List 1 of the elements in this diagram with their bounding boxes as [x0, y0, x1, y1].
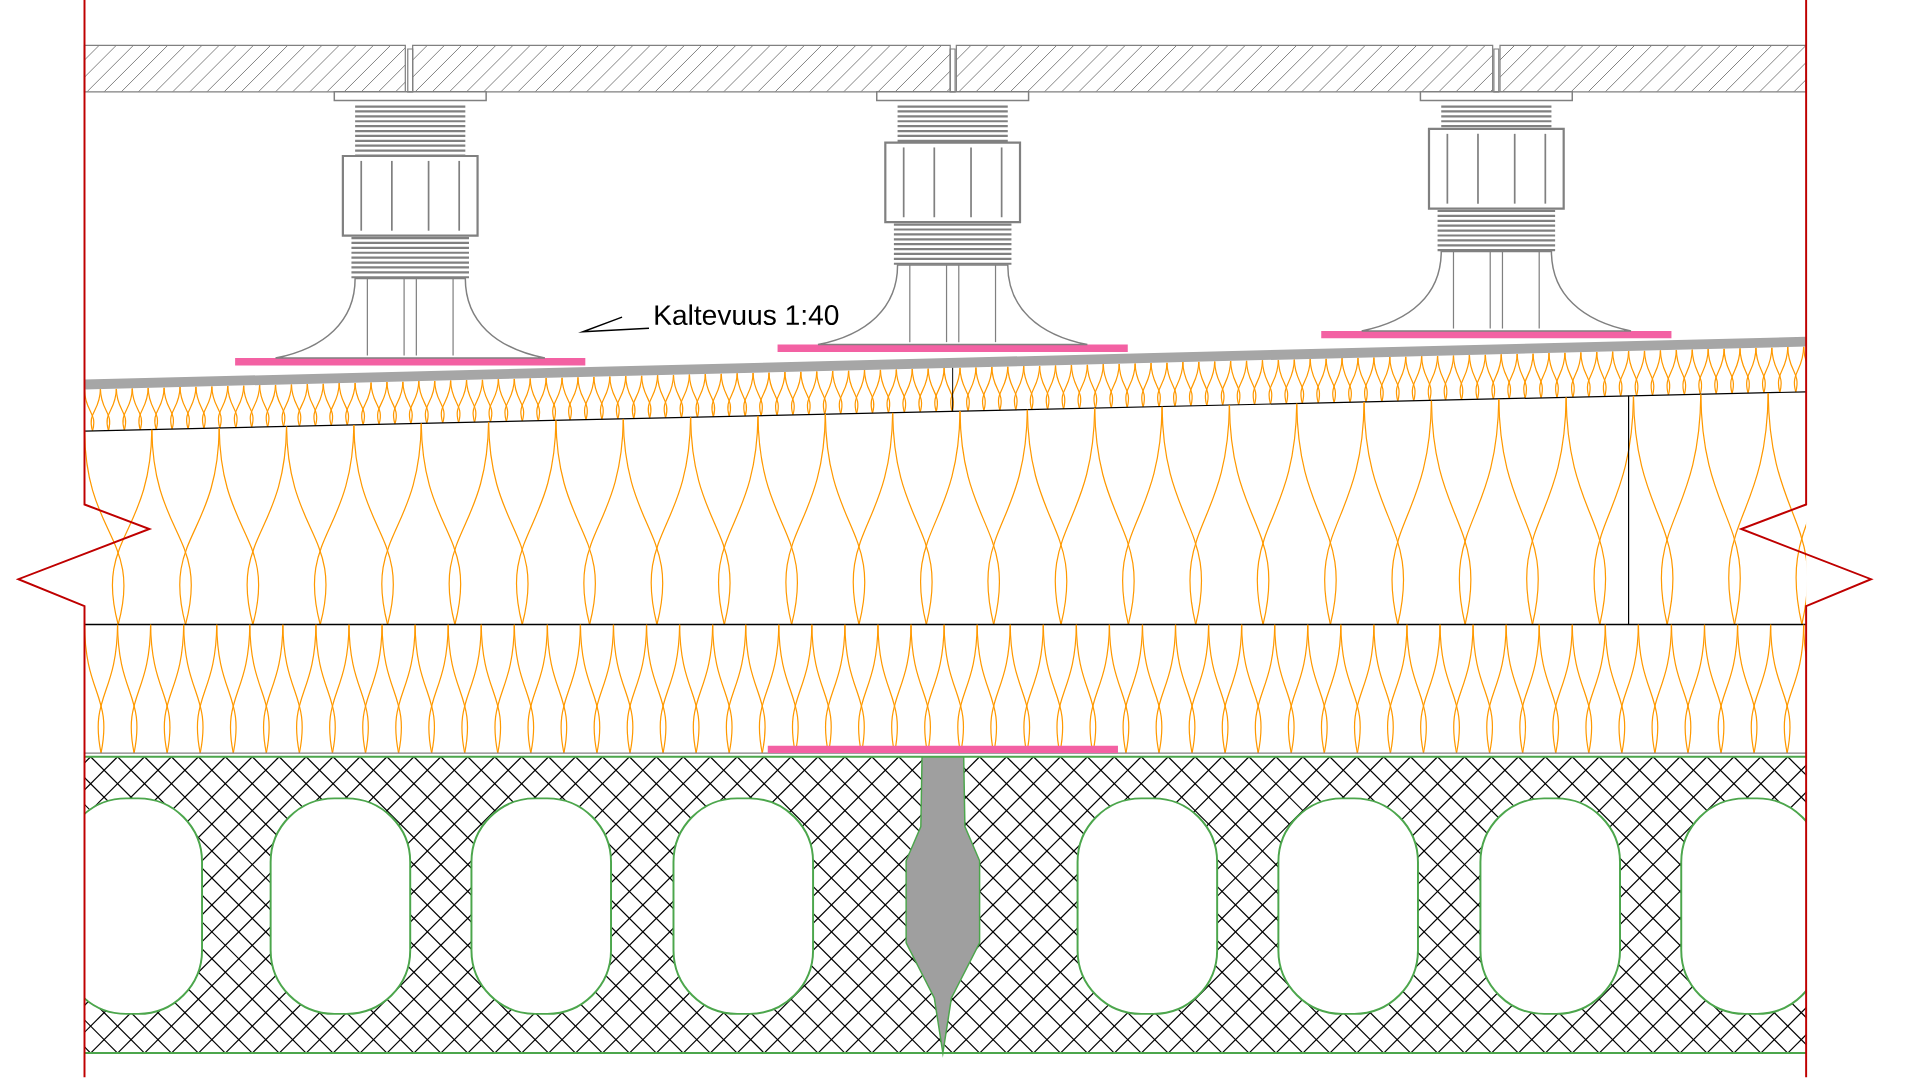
slope-label: Kaltevuus 1:40 — [655, 304, 839, 326]
